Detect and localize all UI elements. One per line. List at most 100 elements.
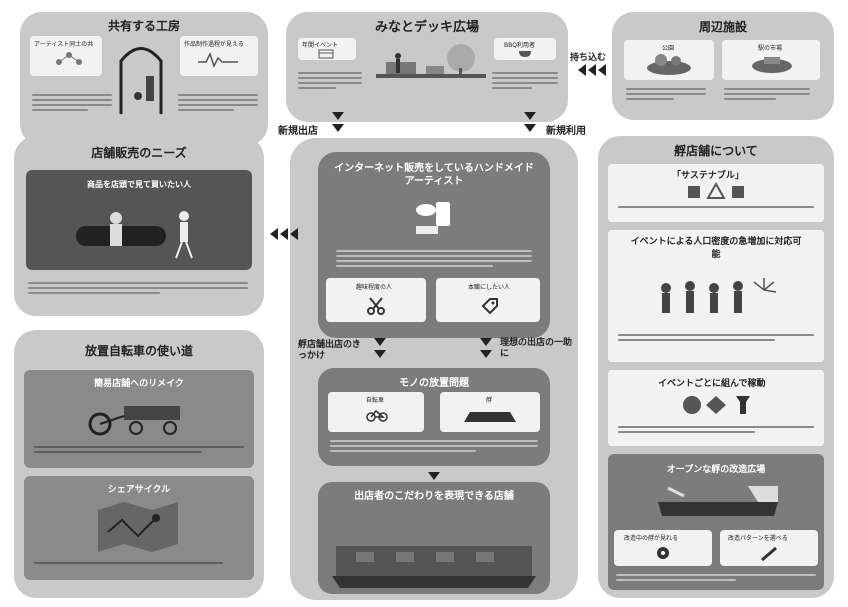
workshop-card-right: 作品制作過程が見える	[180, 36, 258, 76]
arrow-down-icon	[428, 472, 440, 480]
workshop-text-left	[32, 94, 112, 114]
nearby-text-left	[626, 88, 706, 103]
needs-photo: 商品を店頭で見て買いたい人	[26, 170, 252, 270]
barge-title: 艀店舗について	[674, 144, 758, 158]
share-card: シェアサイクル	[24, 476, 254, 580]
plaza-text-right	[492, 72, 558, 92]
laptop-phone-icon	[416, 202, 450, 234]
bring-in-label: 持ち込む	[570, 53, 607, 63]
shop-barge-illustration	[332, 546, 536, 588]
needs-photo-caption: 商品を店頭で見て買いたい人	[87, 180, 191, 189]
arrow-down-icon	[332, 124, 344, 132]
hobby-card-label: 趣味程度の人	[356, 284, 393, 291]
calendar-icon	[318, 49, 334, 59]
arrow-left-icon	[270, 228, 278, 240]
trigger-right-text: 理想の出店の一助に	[500, 338, 573, 359]
pro-card: 本職にしたい人	[436, 278, 540, 322]
arrow-down-icon	[480, 338, 492, 346]
barge-build-illustration	[658, 486, 778, 516]
arrow-down-icon	[374, 350, 386, 358]
workshop-card-left: アーティスト同士の共	[30, 36, 102, 76]
nearby-card-left: 公園	[624, 40, 714, 80]
arrow-left-icon	[598, 64, 606, 76]
per-event-card: イベントごとに組んで稼動	[608, 370, 824, 446]
new-use-label: 新規利用	[546, 126, 586, 137]
sustainable-text	[618, 206, 814, 211]
grill-icon	[519, 51, 531, 57]
plaza-card-left: 年間イベント	[298, 38, 356, 60]
plaza-title: みなとデッキ広場	[374, 20, 479, 35]
event-density-label: イベントによる人口密度の急増加に対応可能	[628, 236, 804, 262]
shop-card: 出店者のこだわりを表現できる店舗	[318, 482, 550, 594]
pro-card-label: 本職にしたい人	[468, 284, 511, 291]
per-event-text	[618, 426, 814, 436]
barge-icon	[464, 412, 516, 422]
nearby-card-right-label: 駅の市場	[758, 45, 783, 52]
workshop-panel: 共有する工房 アーティスト同士の共 作品制作過程が見える	[20, 12, 268, 146]
open-plaza-title: オープンな艀の改造広場	[666, 465, 766, 475]
event-density-text-lines	[618, 334, 814, 344]
shop-title: 出店者のこだわりを表現できる店舗	[354, 491, 514, 502]
new-shop-label: 新規出店	[278, 126, 318, 137]
shopping-illustration	[76, 211, 193, 259]
trigger-left-text: 艀店舗出店のきっかけ	[298, 340, 361, 361]
event-density-card: イベントによる人口密度の急増加に対応可能	[608, 230, 824, 362]
remake-card: 簡易店舗へのリメイク	[24, 370, 254, 468]
sustainable-card: 「サステナブル」	[608, 164, 824, 222]
trigger-left-label: 艀店舗出店のきっかけ	[298, 340, 368, 362]
share-title: シェアサイクル	[107, 485, 171, 495]
bike-title: 放置自転車の使い道	[84, 344, 193, 358]
share-text	[34, 562, 244, 567]
workshop-door-illustration	[119, 47, 163, 114]
crowd-illustration	[661, 278, 777, 313]
event-density-text: イベントによる人口密度の急増加に対応可能	[630, 237, 802, 260]
bicycle-card: 自転車	[328, 392, 424, 432]
barge-panel: 艀店舗について 「サステナブル」 イベントによる人口密度の急増加に対応可能 イベ…	[598, 136, 834, 598]
park-icon	[647, 54, 691, 75]
tag-icon	[481, 298, 498, 315]
watch-card: 改造中の艀が見れる	[614, 530, 712, 566]
arrow-down-icon	[332, 112, 344, 120]
bike-panel: 放置自転車の使い道 簡易店舗へのリメイク シェアサイクル	[14, 330, 264, 598]
choose-card-label: 改造パターンを選べる	[728, 535, 788, 542]
pulse-icon	[198, 52, 238, 68]
center-panel: インターネット販売をしているハンドメイドアーティスト 趣味程度の人 本職にしたい…	[290, 138, 578, 600]
network-icon	[56, 52, 82, 65]
sustainable-label: 「サステナブル」	[672, 171, 744, 181]
open-plaza-text	[616, 574, 816, 584]
nearby-text-right	[724, 88, 810, 103]
event-icons	[683, 396, 750, 414]
choose-card: 改造パターンを選べる	[720, 530, 818, 566]
disposal-text	[330, 440, 538, 455]
scissors-icon	[367, 297, 385, 315]
arrow-left-icon	[290, 228, 298, 240]
per-event-label: イベントごとに組んで稼動	[658, 379, 766, 389]
workshop-card-right-label: 作品制作過程が見える	[184, 41, 244, 48]
arrow-left-icon	[588, 64, 596, 76]
map-route-illustration	[98, 502, 178, 552]
bicycle-card-label: 自転車	[366, 397, 385, 404]
remake-title: 簡易店舗へのリメイク	[94, 379, 184, 389]
workshop-text-right	[178, 94, 258, 114]
disposal-title: モノの放置問題	[399, 378, 469, 389]
arrow-down-icon	[480, 350, 492, 358]
internet-title: インターネット販売をしているハンドメイドアーティスト	[334, 163, 534, 187]
needs-panel: 店舗販売のニーズ 商品を店頭で見て買いたい人	[14, 136, 264, 316]
arrow-down-icon	[374, 338, 386, 346]
bicycle-icon	[366, 409, 388, 422]
barge-card-label: 艀	[486, 397, 493, 404]
workshop-card-left-label: アーティスト同士の共	[34, 41, 94, 48]
hobby-card: 趣味程度の人	[326, 278, 426, 322]
nearby-card-right: 駅の市場	[722, 40, 820, 80]
plaza-scene-illustration	[376, 44, 486, 78]
plaza-text-left	[298, 72, 362, 92]
eye-icon	[657, 547, 669, 559]
arrow-left-icon	[578, 64, 586, 76]
plaza-card-right: BBQ利用者	[494, 38, 556, 60]
disposal-card: モノの放置問題 自転車 艀	[318, 368, 550, 466]
open-plaza-card: オープンな艀の改造広場 改造中の艀が見れる 改造パターンを選べる	[608, 454, 824, 590]
recycle-icon	[688, 181, 744, 199]
barge-card: 艀	[440, 392, 540, 432]
nearby-panel: 周辺施設 公園 駅の市場	[612, 12, 834, 120]
remake-text	[34, 446, 244, 456]
